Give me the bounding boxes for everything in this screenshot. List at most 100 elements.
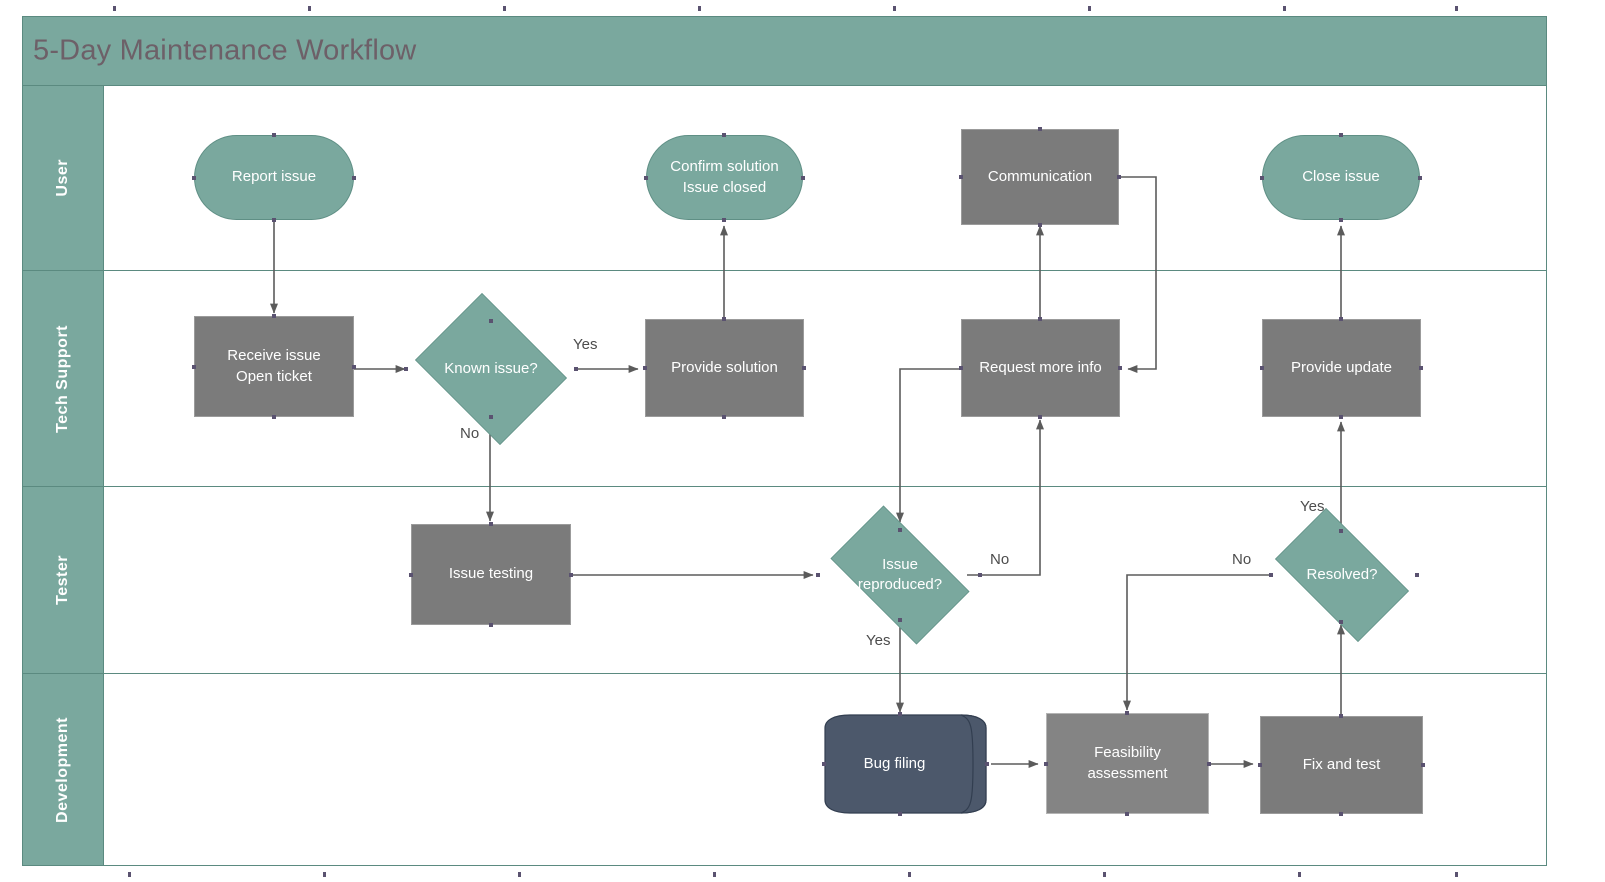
anchor-dot <box>1339 714 1343 718</box>
node-resolved[interactable]: Resolved? <box>1259 508 1425 642</box>
edge-label-known-no: No <box>460 425 480 442</box>
anchor-dot <box>1117 175 1121 179</box>
ruler-tick <box>518 872 521 877</box>
anchor-dot <box>722 133 726 137</box>
ruler-tick <box>113 6 116 11</box>
edge-label-reproduced-no: No <box>990 551 1010 568</box>
anchor-dot <box>722 218 726 222</box>
anchor-dot <box>1207 762 1211 766</box>
lane-header-tech-support[interactable]: Tech Support <box>23 271 104 486</box>
node-label-receive-issue-line1: Receive issue <box>227 347 321 365</box>
node-label-fix-and-test: Fix and test <box>1302 755 1381 773</box>
anchor-dot <box>1118 366 1122 370</box>
lane-header-development[interactable]: Development <box>23 674 104 865</box>
node-label-receive-issue-line2: Open ticket <box>236 367 312 385</box>
anchor-dot <box>898 528 902 532</box>
anchor-dot <box>1339 620 1343 624</box>
node-label-known-issue: Known issue? <box>444 359 538 377</box>
anchor-dot <box>1421 763 1425 767</box>
anchor-dot <box>569 573 573 577</box>
anchor-dot <box>272 218 276 222</box>
node-known-issue[interactable]: Known issue? <box>406 293 576 445</box>
anchor-dot <box>1038 317 1042 321</box>
node-label-bug-filing: Bug filing <box>863 754 926 772</box>
anchor-dot <box>801 176 805 180</box>
anchor-dot <box>1260 176 1264 180</box>
node-label-resolved: Resolved? <box>1306 565 1378 583</box>
lane-header-user[interactable]: User <box>23 86 104 270</box>
pool-title-bar: 5-Day Maintenance Workflow <box>23 17 1546 86</box>
node-provide-update[interactable]: Provide update <box>1262 319 1421 417</box>
node-label-confirm-solution-line1: Confirm solution <box>670 158 779 176</box>
node-label-issue-testing: Issue testing <box>448 565 534 583</box>
node-label-provide-update: Provide update <box>1291 358 1392 376</box>
anchor-dot <box>985 762 989 766</box>
ruler-tick <box>503 6 506 11</box>
anchor-dot <box>489 522 493 526</box>
anchor-dot <box>1418 176 1422 180</box>
ruler-tick <box>893 6 896 11</box>
node-request-more-info[interactable]: Request more info <box>961 319 1120 417</box>
node-label-request-more-info: Request more info <box>979 358 1102 376</box>
ruler-tick <box>308 6 311 11</box>
anchor-dot <box>1419 366 1423 370</box>
ruler-tick <box>698 6 701 11</box>
page-title: 5-Day Maintenance Workflow <box>33 34 417 67</box>
node-label-feasibility-line2: assessment <box>1087 764 1168 782</box>
node-provide-solution[interactable]: Provide solution <box>645 319 804 417</box>
anchor-dot <box>1044 762 1048 766</box>
anchor-dot <box>802 366 806 370</box>
node-label-provide-solution: Provide solution <box>671 358 778 376</box>
anchor-dot <box>722 317 726 321</box>
ruler-tick <box>908 872 911 877</box>
node-fix-and-test[interactable]: Fix and test <box>1260 716 1423 814</box>
node-issue-testing[interactable]: Issue testing <box>411 524 571 625</box>
anchor-dot <box>898 712 902 716</box>
node-label-issue-reproduced-line2: reproduced? <box>857 576 943 593</box>
edge-label-known-yes: Yes <box>573 336 598 353</box>
node-close-issue[interactable]: Close issue <box>1262 135 1420 220</box>
anchor-dot <box>1125 711 1129 715</box>
ruler-tick <box>1455 6 1458 11</box>
ruler-tick <box>1455 872 1458 877</box>
lane-label-tech-support: Tech Support <box>54 324 71 433</box>
anchor-dot <box>1339 812 1343 816</box>
anchor-dot <box>898 618 902 622</box>
anchor-dot <box>192 176 196 180</box>
anchor-dot <box>1339 415 1343 419</box>
anchor-dot <box>1260 366 1264 370</box>
anchor-dot <box>959 366 963 370</box>
node-report-issue[interactable]: Report issue <box>194 135 354 220</box>
lane-header-tester[interactable]: Tester <box>23 487 104 673</box>
anchor-dot <box>644 176 648 180</box>
anchor-dot <box>978 573 982 577</box>
node-label-report-issue: Report issue <box>231 168 317 186</box>
anchor-dot <box>1125 812 1129 816</box>
lane-label-development: Development <box>54 716 71 823</box>
anchor-dot <box>489 415 493 419</box>
anchor-dot <box>1038 415 1042 419</box>
ruler-tick <box>128 872 131 877</box>
anchor-dot <box>489 319 493 323</box>
anchor-dot <box>272 133 276 137</box>
node-issue-reproduced[interactable]: Issue reproduced? <box>814 505 986 645</box>
anchor-dot <box>1339 133 1343 137</box>
node-communication[interactable]: Communication <box>961 129 1119 225</box>
node-bug-filing[interactable]: Bug filing <box>820 714 991 814</box>
anchor-dot <box>574 367 578 371</box>
cylinder-shape <box>824 714 987 814</box>
ruler-tick <box>1283 6 1286 11</box>
anchor-dot <box>409 573 413 577</box>
node-label-close-issue: Close issue <box>1302 168 1380 186</box>
node-label-confirm-solution-line2: Issue closed <box>682 178 767 196</box>
anchor-dot <box>1038 223 1042 227</box>
anchor-dot <box>272 415 276 419</box>
anchor-dot <box>404 367 408 371</box>
anchor-dot <box>959 175 963 179</box>
node-label-issue-reproduced-line1: Issue <box>882 555 918 573</box>
